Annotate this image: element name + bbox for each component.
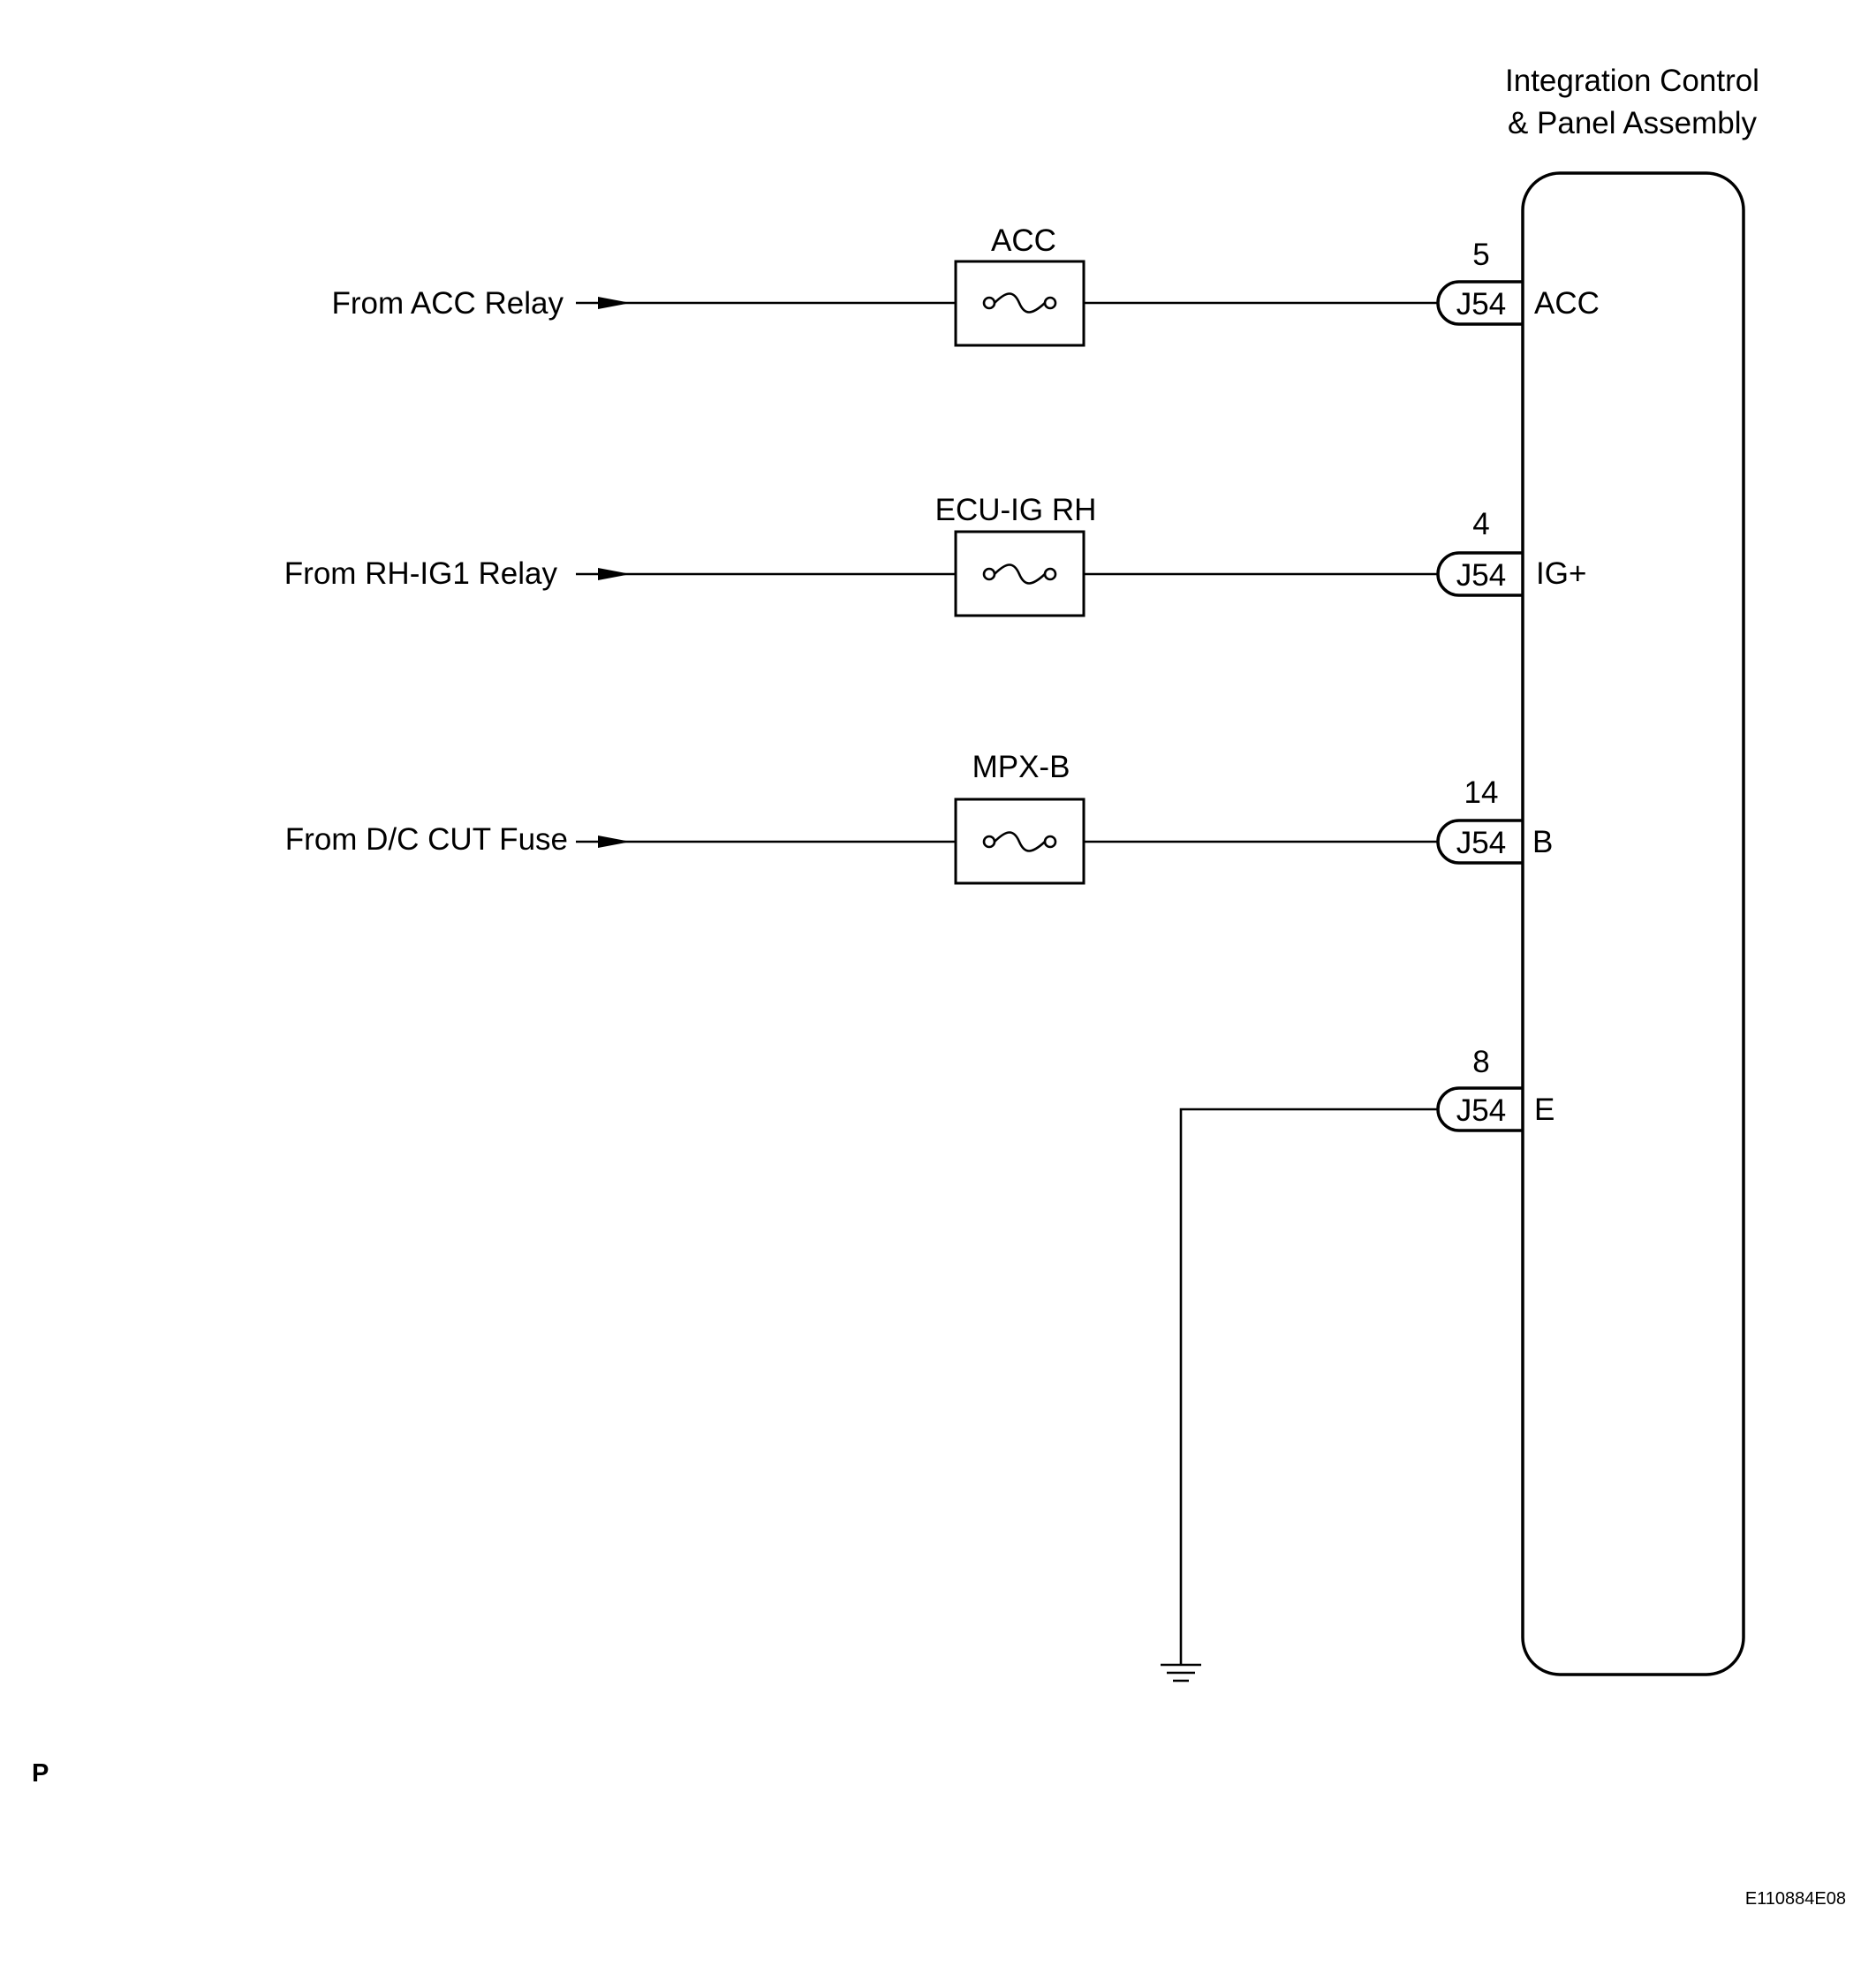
arrow-right-icon (598, 836, 631, 848)
fuse-icon (982, 563, 1057, 585)
fuse-icon (982, 292, 1057, 314)
corner-label: P (32, 1759, 49, 1788)
pin-number: 14 (1464, 775, 1499, 810)
figure-code: E110884E08 (1745, 1889, 1846, 1909)
source-label: From D/C CUT Fuse (285, 822, 568, 857)
arrow-right-icon (598, 568, 631, 580)
fuse-icon (982, 831, 1057, 852)
connector-label: J54 (1456, 1093, 1506, 1128)
circuit-ground: 8 J54 E (1161, 1045, 1555, 1682)
ecu-title-line1: Integration Control (1505, 64, 1759, 98)
fuse-label: ACC (991, 223, 1056, 258)
pin-number: 4 (1472, 507, 1489, 541)
connector-outline (1436, 280, 1523, 326)
connector-outline (1436, 551, 1523, 597)
connector-label: J54 (1456, 287, 1506, 321)
source-label: From RH-IG1 Relay (284, 556, 558, 591)
pin-number: 5 (1472, 238, 1489, 272)
terminal-label: E (1534, 1093, 1555, 1127)
source-label: From ACC Relay (331, 286, 564, 321)
circuit-b: From D/C CUT Fuse MPX-B 14 J54 B (285, 750, 1553, 885)
connector-outline (1436, 1086, 1523, 1132)
circuit-acc: From ACC Relay ACC 5 J54 ACC (331, 223, 1600, 347)
connector-label: J54 (1456, 558, 1506, 593)
ground-icon (1161, 1663, 1201, 1682)
terminal-label: IG+ (1536, 556, 1586, 591)
ground-wire (1179, 1108, 1437, 1665)
fuse-label: ECU-IG RH (935, 493, 1097, 527)
ecu-body (1521, 171, 1745, 1676)
pin-number: 8 (1472, 1045, 1489, 1079)
terminal-label: ACC (1534, 286, 1600, 321)
connector-label: J54 (1456, 826, 1506, 860)
connector-outline (1436, 819, 1523, 865)
arrow-right-icon (598, 297, 631, 309)
circuit-ig: From RH-IG1 Relay ECU-IG RH 4 J54 IG+ (284, 493, 1586, 617)
terminal-label: B (1532, 825, 1553, 859)
ecu-title-line2: & Panel Assembly (1508, 106, 1758, 140)
fuse-label: MPX-B (972, 750, 1070, 784)
